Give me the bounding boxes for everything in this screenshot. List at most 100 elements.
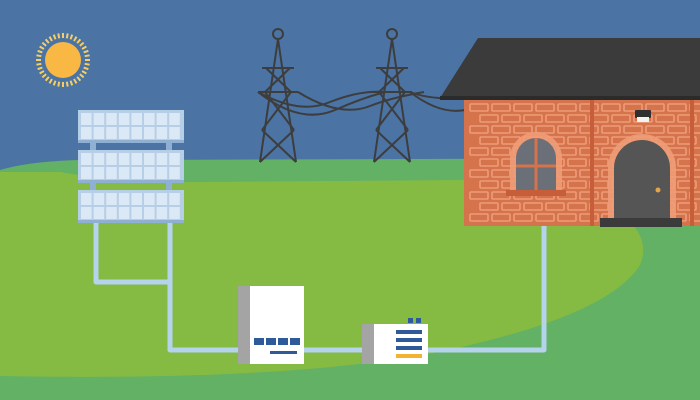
brick <box>623 103 643 112</box>
brick <box>677 202 697 211</box>
panel-cell <box>131 153 142 165</box>
panel-cell <box>81 127 92 139</box>
brick <box>579 125 599 134</box>
brick <box>677 114 697 123</box>
panel-cell <box>131 127 142 139</box>
panel-rail <box>78 220 184 223</box>
battery-bar <box>396 338 422 342</box>
brick <box>667 125 687 134</box>
brick <box>523 202 543 211</box>
panel-cell <box>93 193 105 205</box>
panel-cell <box>156 153 168 165</box>
sun-ray <box>83 49 89 54</box>
panel-rows <box>78 110 184 223</box>
panel-cell <box>118 207 130 219</box>
wall-lamp-icon <box>635 110 651 122</box>
sun-ray <box>36 62 42 66</box>
front-door <box>600 134 682 227</box>
panel-cell <box>131 193 142 205</box>
panel-cell <box>169 127 180 139</box>
inverter-icon <box>238 286 304 364</box>
brick <box>535 125 555 134</box>
brick <box>469 125 489 134</box>
arched-window <box>506 132 566 196</box>
tower-right <box>372 28 412 163</box>
transmission-tower-icon <box>257 28 466 163</box>
sun-ray <box>84 54 90 58</box>
door-knob <box>655 187 661 193</box>
brick <box>579 213 599 222</box>
panel-cell <box>106 127 117 139</box>
brick <box>567 202 587 211</box>
door-step <box>600 218 682 227</box>
panel-cell <box>169 153 180 165</box>
brick <box>501 114 521 123</box>
roof-trim <box>440 96 700 100</box>
panel-cell <box>156 207 168 219</box>
sun-ray <box>52 34 57 40</box>
brick <box>545 202 565 211</box>
brick <box>645 103 665 112</box>
panel-cell <box>169 207 180 219</box>
panel-cell <box>144 153 155 165</box>
panel-cell <box>118 127 130 139</box>
battery-bar <box>396 346 422 350</box>
panel-cell <box>144 113 155 125</box>
brick <box>491 125 511 134</box>
panel-cell <box>131 167 142 179</box>
sun-ray <box>44 76 50 82</box>
brick <box>567 180 587 189</box>
brick <box>667 103 687 112</box>
panel-cell <box>169 167 180 179</box>
solar-panel-row <box>78 110 184 143</box>
sun-ray <box>41 73 47 79</box>
brick <box>513 213 533 222</box>
brick <box>579 103 599 112</box>
brick <box>491 103 511 112</box>
brick-house-icon <box>440 38 700 227</box>
panel-rail <box>78 140 184 143</box>
brick <box>623 125 643 134</box>
sun-ray <box>84 62 90 66</box>
panel-cell <box>93 167 105 179</box>
panel-cell <box>106 153 117 165</box>
sun-icon <box>36 33 90 87</box>
battery-bar <box>396 330 422 334</box>
panel-cell <box>106 113 117 125</box>
sun-ray <box>79 41 85 47</box>
brick <box>479 180 499 189</box>
sun-ray <box>48 36 53 42</box>
house-wall-divider <box>590 98 594 226</box>
sun-ray <box>76 38 82 44</box>
panel-cell <box>169 113 180 125</box>
sun-ray <box>69 80 74 86</box>
panel-cell <box>144 167 155 179</box>
panel-cell <box>81 167 92 179</box>
sun-ray <box>41 41 47 47</box>
brick <box>469 169 489 178</box>
house-roof <box>440 38 700 98</box>
panel-cell <box>118 113 130 125</box>
sun-ray <box>69 34 74 40</box>
sun-ray <box>73 36 78 42</box>
sun-ray <box>73 78 78 84</box>
battery-side <box>362 324 374 364</box>
brick <box>469 103 489 112</box>
sun-ray <box>36 54 42 58</box>
brick <box>645 125 665 134</box>
brick <box>677 136 697 145</box>
brick <box>491 147 511 156</box>
brick <box>655 114 675 123</box>
panel-rail <box>78 180 184 183</box>
brick <box>469 191 489 200</box>
sun-ray <box>81 45 87 50</box>
solar-panel-row <box>78 150 184 183</box>
panel-cell <box>144 127 155 139</box>
power-wire <box>409 91 466 112</box>
sun-ray <box>57 81 61 87</box>
wiring <box>93 218 547 353</box>
panel-cell <box>118 193 130 205</box>
brick <box>567 114 587 123</box>
sun-ray <box>52 80 57 86</box>
